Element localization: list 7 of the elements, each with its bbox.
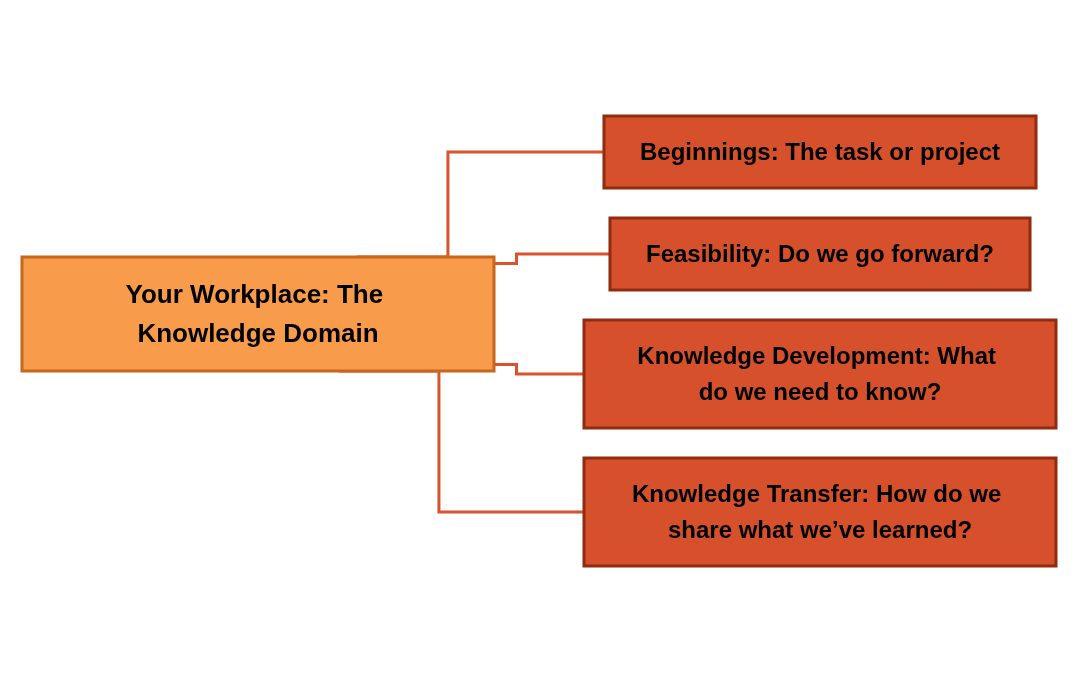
node-box: Beginnings: The task or project xyxy=(602,114,1037,189)
node-box: Your Workplace: The Knowledge Domain xyxy=(20,255,495,372)
node-box: Knowledge Development: What do we need to know? xyxy=(582,318,1057,429)
node-box: Knowledge Transfer: How do we share what we’ve learned? xyxy=(582,456,1057,567)
node-box: Feasibility: Do we go forward? xyxy=(608,216,1031,291)
connector xyxy=(493,252,610,265)
connector xyxy=(493,362,584,375)
